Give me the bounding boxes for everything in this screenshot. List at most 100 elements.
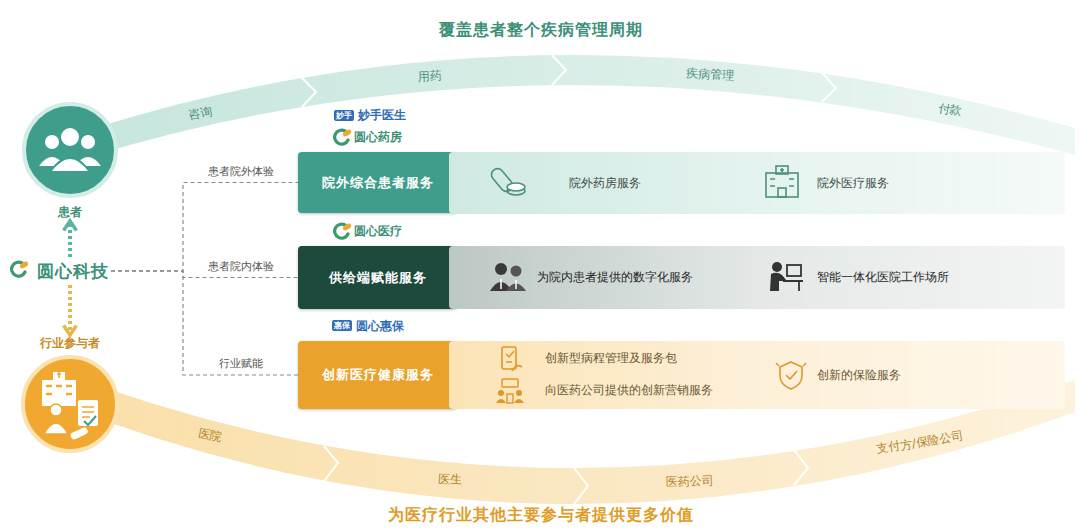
service-panel: 创新型病程管理及服务包向医药公司提供的创新营销服务 创新的保险服务 — [449, 341, 1065, 409]
service-panel: 为院内患者提供的数字化服务智能一体化医院工作场所 — [449, 246, 1065, 309]
logo-leaf — [342, 222, 352, 231]
tablet — [507, 183, 525, 191]
arrow-connector — [68, 285, 72, 332]
panel-icons — [449, 341, 1065, 409]
panel-icons — [449, 152, 1065, 214]
logo-leaf — [19, 260, 29, 269]
stage-label: 医药公司 — [666, 473, 715, 492]
company-logo: 圆心科技 — [10, 259, 109, 283]
brand-name: 圆心惠保 — [356, 318, 404, 335]
hospital-cross — [57, 372, 61, 378]
hand — [512, 366, 522, 371]
monitor — [787, 265, 801, 276]
edge-label: 患者院内体验 — [208, 259, 274, 274]
doctor-head — [495, 263, 507, 275]
desk — [783, 281, 803, 291]
box-title: 供给端赋能服务 — [298, 269, 457, 286]
hospital-tower — [53, 372, 65, 382]
band-chevron — [302, 78, 316, 107]
person-head — [81, 135, 95, 149]
diagram-caption: 为医疗行业其他主要参与者提供更多价值 — [0, 505, 1081, 526]
edge-label: 患者院外体验 — [208, 164, 274, 179]
doctors-icon — [490, 263, 526, 291]
arrow-connector — [68, 224, 72, 257]
service-box: 圆心医疗供给端赋能服务 — [298, 246, 457, 309]
service-item: 院外医疗服务 — [817, 176, 889, 191]
service-item: 创新的保险服务 — [817, 368, 901, 383]
stage-label: 付款 — [937, 100, 963, 121]
marketing-icon — [496, 379, 524, 403]
doctor-head — [511, 266, 522, 277]
industry-illustration — [20, 354, 120, 454]
person-head — [60, 127, 80, 147]
box-title: 院外综合患者服务 — [298, 174, 457, 191]
hospital-windows — [46, 386, 72, 394]
screen — [502, 379, 518, 387]
band-chevron — [822, 73, 836, 102]
brand-name: 圆心药房 — [354, 129, 402, 146]
phone-body — [502, 347, 516, 369]
service-item: 创新型病程管理及服务包 — [545, 351, 677, 366]
node-label: 行业参与者 — [40, 335, 100, 352]
brand-name: 圆心医疗 — [354, 223, 402, 240]
document — [78, 400, 98, 426]
stage-label: 医生 — [438, 471, 463, 489]
coin-stack — [507, 394, 513, 403]
shield — [780, 362, 802, 389]
service-item: 向医药公司提供的创新营销服务 — [545, 383, 713, 398]
shield-icon — [776, 362, 806, 389]
node-label: 圆心科技 — [37, 260, 109, 283]
stage-label: 疾病管理 — [686, 65, 735, 84]
person-head — [45, 135, 59, 149]
spark — [776, 363, 806, 366]
stage-label: 医院 — [197, 425, 224, 446]
service-panel: 院外药房服务院外医疗服务 — [449, 152, 1065, 214]
check-mark — [84, 416, 96, 425]
person-head — [498, 390, 504, 396]
document-lines — [82, 407, 94, 417]
windows — [770, 168, 794, 186]
doctor-head — [50, 404, 62, 416]
stage-label: 咨询 — [187, 104, 213, 125]
person-body — [50, 158, 90, 172]
industry-node: 行业参与者 — [20, 335, 120, 454]
building — [766, 173, 798, 197]
workstation-icon — [770, 262, 803, 291]
industry-circle — [23, 357, 117, 451]
dashed-connector — [111, 183, 298, 272]
cycle-band-top — [95, 55, 1075, 155]
diagram-title: 覆盖患者整个疾病管理周期 — [0, 20, 1081, 41]
brand-logo — [333, 221, 353, 241]
worker-head — [772, 262, 782, 272]
patient-illustration — [22, 102, 118, 198]
band-chevron — [574, 468, 588, 504]
patient-node: 患者 — [22, 102, 118, 221]
phone-screen — [506, 351, 514, 362]
service-box: 惠保圆心惠保创新医疗健康服务 — [298, 341, 457, 409]
brand-logo — [333, 127, 353, 147]
service-box: 妙手妙手医生圆心药房院外综合患者服务 — [298, 152, 457, 213]
brand-logo — [10, 259, 34, 283]
brand-name: 妙手医生 — [358, 107, 406, 124]
patient-circle — [24, 104, 116, 196]
stage-label: 支付方/保险公司 — [875, 428, 965, 459]
brand-badge: 妙手 — [334, 110, 354, 121]
coat-line — [501, 279, 516, 289]
node-label: 患者 — [58, 204, 82, 221]
phone-icon — [502, 347, 522, 371]
service-item: 智能一体化医院工作场所 — [817, 270, 949, 285]
band-chevron — [552, 55, 566, 85]
check-mark — [786, 371, 797, 379]
band-chevron — [324, 446, 338, 481]
doctor-body — [44, 423, 68, 434]
hospital-icon — [766, 166, 798, 197]
stage-label: 用药 — [418, 68, 443, 86]
pill — [70, 426, 89, 440]
pill-icon — [489, 166, 525, 195]
door — [778, 188, 786, 197]
edge-label: 行业赋能 — [219, 356, 263, 371]
band-chevron — [794, 450, 808, 485]
box-title: 创新医疗健康服务 — [298, 367, 457, 384]
